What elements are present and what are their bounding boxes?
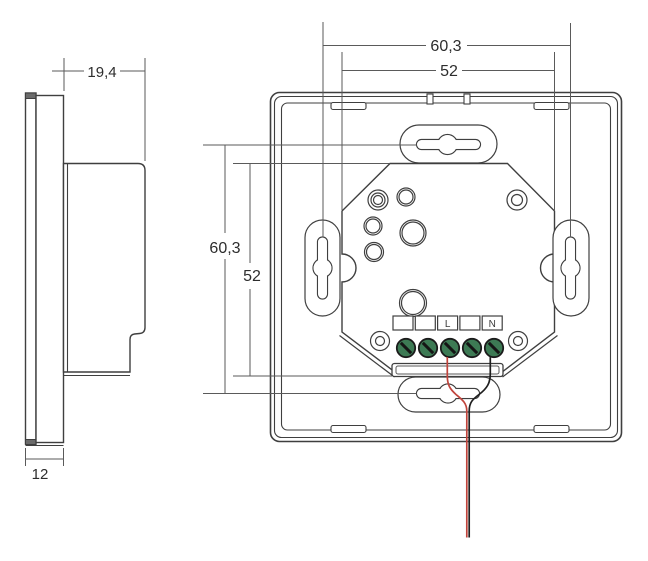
rear-view: L N: [269, 91, 623, 443]
screw-terminal-l: [439, 337, 461, 359]
rear-dimensions: 60,3 52 60,3 52: [203, 22, 571, 394]
screw-terminal-2: [417, 337, 439, 359]
backplate-outer: [269, 91, 623, 443]
dim-back-width-inner-label: 52: [440, 63, 458, 80]
module-chamfer-line-left: [339, 335, 395, 378]
clip-top-right: [463, 93, 471, 105]
terminal-block: L N: [392, 315, 503, 331]
side-frame-body: [35, 94, 65, 444]
backplate-inner: [280, 102, 612, 431]
side-dimensions: 19,4 12: [25, 58, 146, 483]
terminal-cell-l: [437, 315, 459, 331]
screw-left: [369, 330, 391, 352]
dim-back-width-outer: 60,3: [322, 22, 571, 237]
side-view: [24, 92, 146, 447]
keyhole-left: [304, 219, 341, 317]
dim-back-height-outer: 60,3: [203, 144, 417, 394]
dim-side-thickness-label: 12: [32, 466, 49, 483]
clip-top-left: [426, 93, 434, 105]
keyhole-top: [399, 124, 498, 164]
side-rear-module: [62, 162, 146, 373]
terminal-cell-4: [459, 315, 481, 331]
tab-top-left: [330, 101, 367, 111]
keyhole-right: [552, 219, 590, 317]
terminal-label-n: N: [489, 319, 496, 330]
terminal-cell-2: [414, 315, 436, 331]
terminal-cell-n: [481, 315, 503, 331]
neutral-wire-black: [468, 357, 492, 538]
dim-back-height-inner-label: 52: [243, 268, 261, 285]
dim-side-thickness: 12: [25, 448, 64, 483]
screw-terminal-n: [483, 337, 505, 359]
side-glass-top-edge: [25, 92, 37, 99]
dim-side-depth-label: 19,4: [87, 64, 116, 81]
keyhole-bottom: [397, 376, 501, 413]
dim-back-width-inner: 52: [341, 52, 555, 210]
screw-terminal-4: [461, 337, 483, 359]
screw-terminal-1: [395, 337, 417, 359]
side-glass-bottom-edge: [25, 439, 37, 445]
terminal-label-l: L: [445, 319, 451, 330]
screw-terminals: [395, 337, 505, 359]
side-glass-panel: [24, 92, 37, 445]
dim-back-width-outer-label: 60,3: [430, 38, 461, 55]
module-screws: [369, 330, 529, 352]
module-chamfer-line-right: [502, 335, 558, 378]
screw-right: [507, 330, 529, 352]
live-wire-red: [446, 357, 468, 538]
tab-top-right: [533, 101, 570, 111]
terminal-cell-1: [392, 315, 414, 331]
backplate-mid: [273, 95, 619, 439]
tab-bottom-right: [533, 424, 570, 434]
dim-side-depth: 19,4: [52, 58, 146, 161]
dim-back-height-outer-label: 60,3: [209, 240, 240, 257]
module-holes: [363, 187, 528, 318]
dim-back-height-inner: 52: [233, 163, 392, 377]
tab-bottom-left: [330, 424, 367, 434]
wires: [446, 357, 492, 538]
